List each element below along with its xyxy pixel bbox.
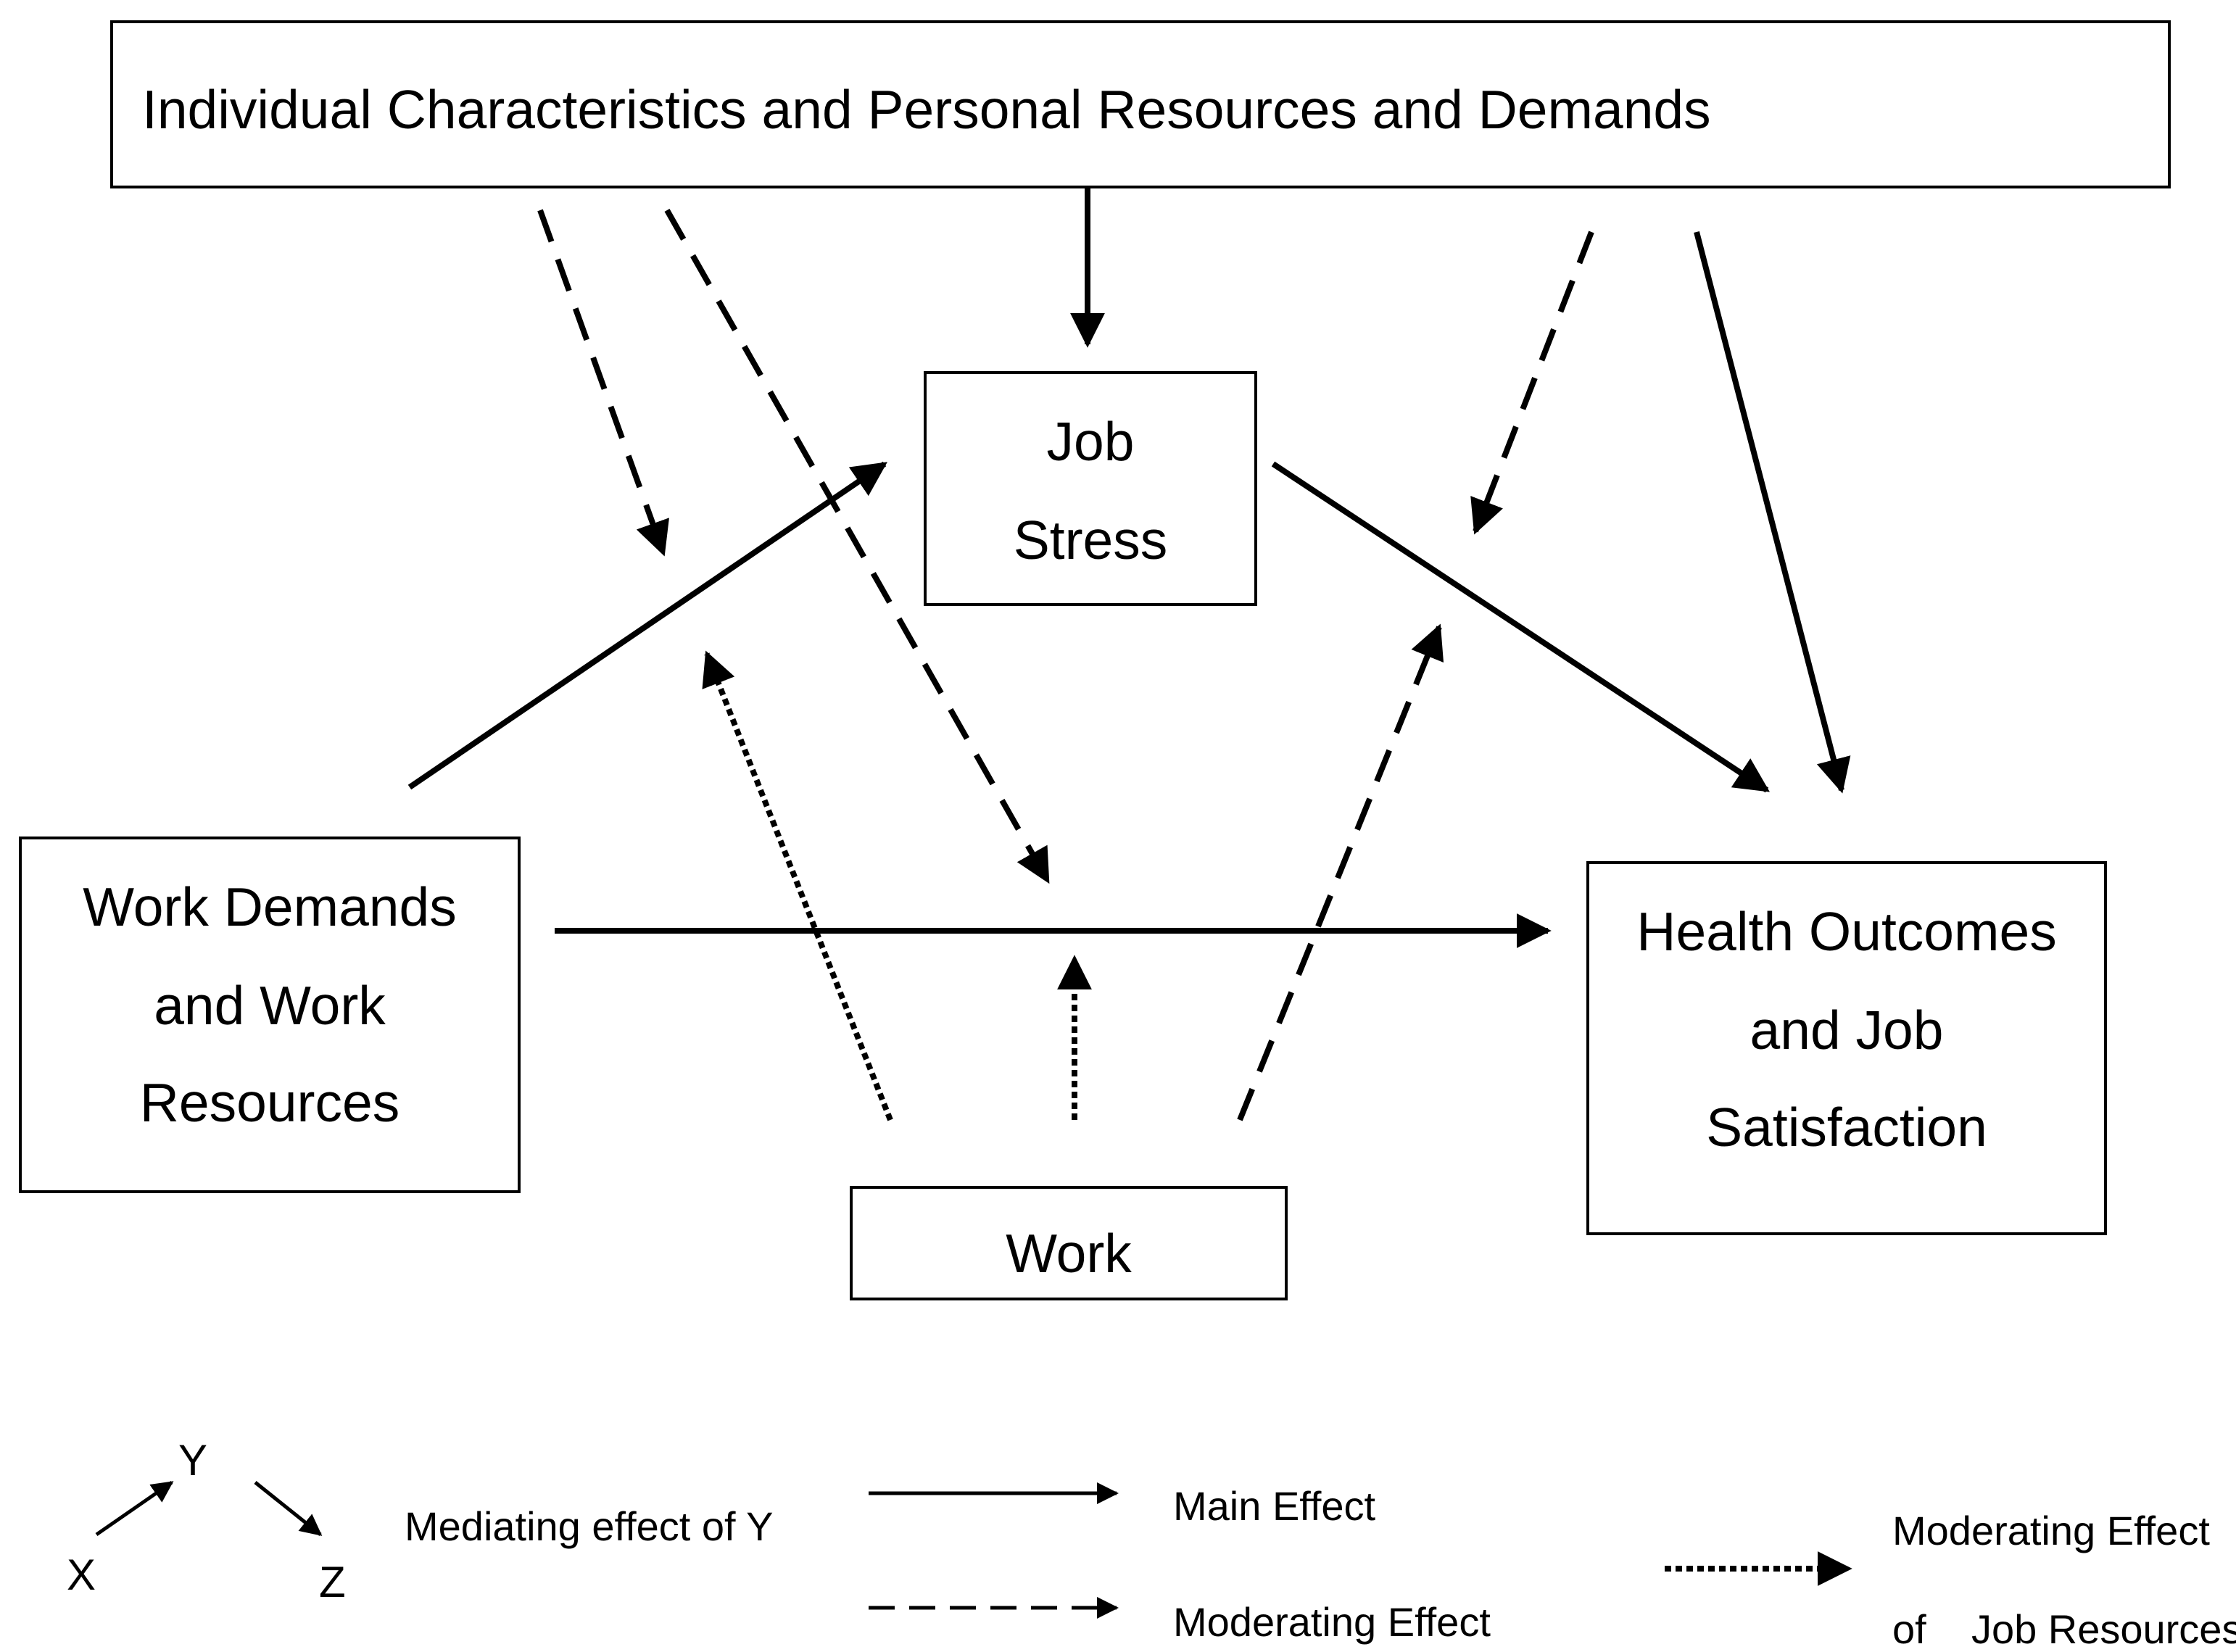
node-individual-text: Individual Characteristics and Personal … xyxy=(142,79,1711,140)
node-health-line-2: and Job xyxy=(1750,1000,1944,1060)
node-job-stress: Job Stress xyxy=(924,371,1257,606)
arrow-individual-moderates-demands-health xyxy=(664,209,1051,884)
legend-job-resources-label-2: of Job Resources xyxy=(1892,1606,2236,1652)
legend-letter-z: Z xyxy=(319,1558,346,1606)
node-work-demands-line-3: Resources xyxy=(139,1072,400,1133)
node-health-line-3: Satisfaction xyxy=(1706,1097,1987,1158)
legend-arrow-x-to-y xyxy=(95,1480,174,1537)
legend-job-resources-label-1: Moderating Effect xyxy=(1892,1508,2210,1553)
legend-moderating-effect-label: Moderating Effect xyxy=(1173,1599,1491,1645)
node-work: Work xyxy=(850,1186,1288,1300)
legend-arrow-y-to-z xyxy=(254,1481,323,1536)
node-work-text: Work xyxy=(1006,1223,1132,1284)
node-work-demands: Work Demands and Work Resources xyxy=(19,837,521,1193)
node-job-stress-line-2: Stress xyxy=(1013,510,1168,570)
legend-letter-x: X xyxy=(67,1551,96,1599)
node-work-demands-line-2: and Work xyxy=(154,975,386,1036)
arrow-job-stress-to-health xyxy=(1271,461,1771,793)
legend-letter-y: Y xyxy=(178,1436,208,1485)
legend-mediating-label: Mediating effect of Y xyxy=(405,1503,774,1549)
arrow-individual-moderates-demands-stress xyxy=(537,209,669,557)
legend-main-effect-label: Main Effect xyxy=(1173,1483,1376,1529)
node-individual-characteristics: Individual Characteristics and Personal … xyxy=(110,20,2171,188)
node-health-line-1: Health Outcomes xyxy=(1636,901,2057,962)
node-job-stress-line-1: Job xyxy=(1046,411,1135,472)
node-work-demands-line-1: Work Demands xyxy=(83,876,457,937)
arrow-work-moderates-stress-health xyxy=(1237,623,1444,1121)
arrow-work-demands-to-job-stress xyxy=(407,461,887,790)
node-health-outcomes: Health Outcomes and Job Satisfaction xyxy=(1586,861,2107,1235)
arrow-work-moderates-demands-stress xyxy=(702,650,893,1121)
arrow-individual-moderates-stress-health xyxy=(1470,231,1594,535)
arrow-individual-to-health xyxy=(1694,231,1851,794)
